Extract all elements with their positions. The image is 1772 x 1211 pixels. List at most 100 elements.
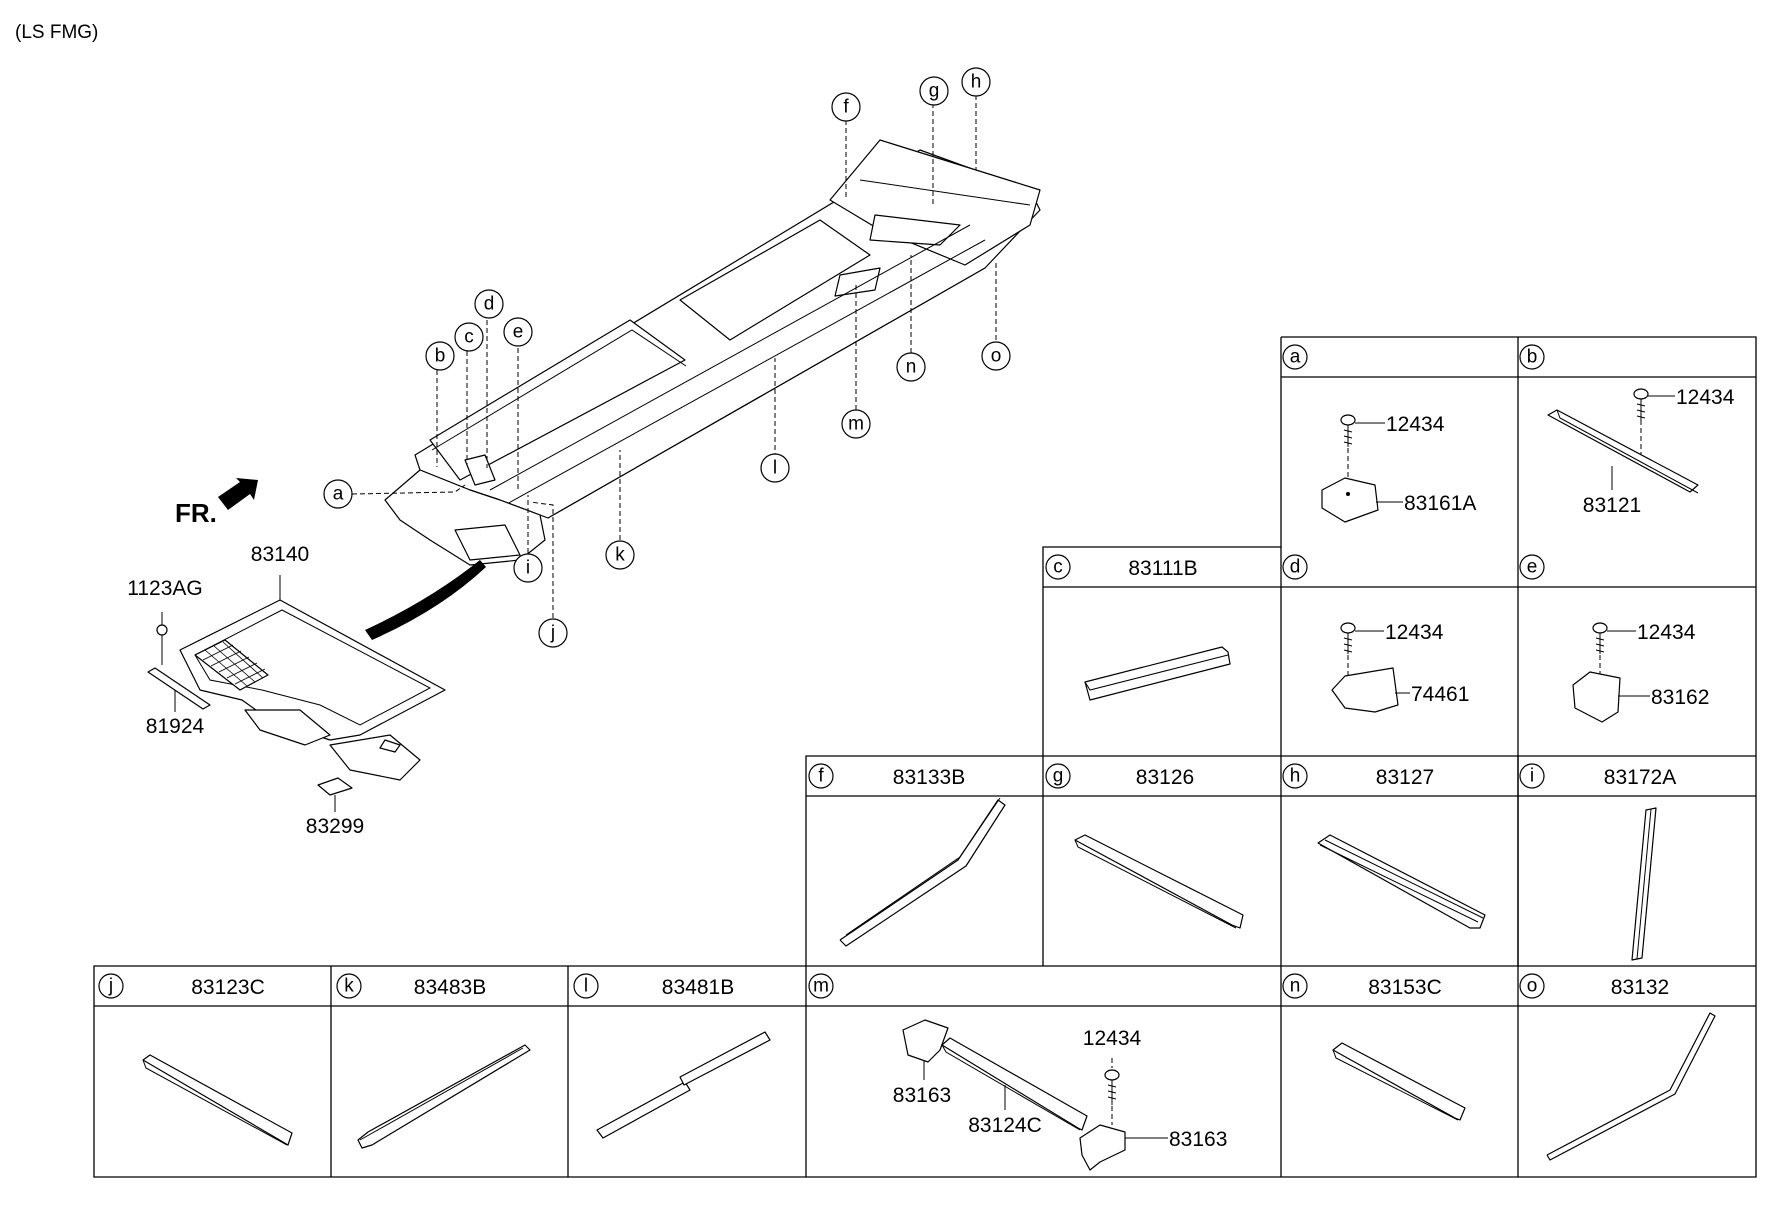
svg-text:c: c: [1053, 557, 1063, 578]
callout-f: f: [831, 92, 861, 122]
svg-text:a: a: [333, 484, 344, 505]
callout-j: j: [538, 618, 568, 648]
part-83126: 83126: [1136, 766, 1194, 789]
part-83299: 83299: [306, 815, 364, 838]
bracket-83163b-icon: [1079, 1124, 1126, 1171]
svg-text:b: b: [1527, 347, 1538, 368]
svg-text:d: d: [484, 294, 495, 315]
part-83111B: 83111B: [1128, 557, 1197, 580]
rail-83111B-icon: [1084, 646, 1231, 701]
svg-text:a: a: [1290, 347, 1301, 368]
part-83121: 83121: [1583, 494, 1641, 517]
front-arrow-icon: [218, 478, 258, 510]
rail-83121-icon: [1547, 409, 1699, 493]
svg-text:l: l: [584, 976, 588, 997]
bracket-83163-icon: [902, 1019, 949, 1063]
panel-i: i 83172A: [1519, 763, 1676, 961]
callout-h: h: [961, 67, 991, 97]
bracket-83162-icon: [1572, 671, 1621, 723]
part-12434: 12434: [1083, 1027, 1142, 1050]
svg-text:j: j: [108, 976, 113, 997]
svg-text:g: g: [1053, 766, 1064, 787]
svg-text:i: i: [526, 558, 530, 579]
svg-text:n: n: [1290, 976, 1301, 997]
svg-text:f: f: [843, 97, 849, 118]
rail-83153C-icon: [1332, 1042, 1466, 1121]
svg-text:k: k: [344, 976, 354, 997]
part-83163: 83163: [893, 1084, 951, 1107]
callout-c: c: [454, 322, 484, 352]
fr-label: FR.: [175, 498, 217, 528]
callout-g: g: [919, 76, 949, 106]
svg-text:d: d: [1290, 557, 1301, 578]
rail-83123C-icon: [142, 1054, 293, 1146]
panel-e: e 12434 83162: [1519, 554, 1709, 723]
part-83481B: 83481B: [662, 976, 734, 999]
callout-l: l: [760, 453, 790, 483]
pad-83299-icon: [317, 777, 353, 796]
rail-83124C-icon: [941, 1037, 1088, 1131]
part-83161A: 83161A: [1404, 492, 1476, 515]
panel-c: c 83111B: [1045, 554, 1231, 701]
svg-text:c: c: [464, 327, 474, 348]
part-74461: 74461: [1411, 683, 1469, 706]
part-12434: 12434: [1386, 413, 1445, 436]
part-12434: 12434: [1676, 386, 1735, 409]
screw-icon: [1340, 414, 1356, 447]
screw-icon: [1633, 388, 1649, 420]
svg-text:m: m: [813, 976, 829, 997]
part-12434: 12434: [1385, 621, 1444, 644]
part-83162: 83162: [1651, 686, 1709, 709]
callout-m: m: [841, 409, 871, 439]
part-83133B: 83133B: [893, 766, 965, 789]
svg-text:g: g: [929, 81, 940, 102]
panel-a: a 12434 83161A: [1282, 344, 1476, 523]
callout-a: a: [323, 479, 353, 509]
panel-h: h 83127: [1282, 763, 1486, 929]
callout-o: o: [981, 341, 1011, 371]
part-83132: 83132: [1611, 976, 1669, 999]
part-83483B: 83483B: [414, 976, 486, 999]
svg-text:f: f: [818, 766, 824, 787]
part-83153C: 83153C: [1368, 976, 1442, 999]
part-83123C: 83123C: [191, 976, 265, 999]
svg-text:l: l: [773, 458, 777, 479]
panel-f: f 83133B: [808, 763, 1006, 947]
clip-83161A-icon: [1321, 477, 1379, 523]
rail-83481B-b-icon: [679, 1031, 771, 1086]
part-12434: 12434: [1637, 621, 1696, 644]
panel-m: m 83163 83124C 12434 83163: [808, 973, 1227, 1171]
panel-l: l 83481B: [573, 973, 771, 1139]
svg-text:j: j: [550, 623, 555, 644]
callout-n: n: [896, 352, 926, 382]
part-81924: 81924: [146, 715, 205, 738]
panel-n: n 83153C: [1282, 973, 1466, 1121]
callouts: a b c d e f g h i j k l m n o: [323, 67, 1011, 648]
callout-b: b: [425, 341, 455, 371]
panel-o: o 83132: [1519, 973, 1716, 1161]
rail-83132-icon: [1546, 1012, 1716, 1161]
rail-83483B-icon: [357, 1044, 531, 1149]
screw-icon: [1340, 622, 1356, 654]
svg-text:e: e: [1527, 557, 1538, 578]
svg-text:o: o: [1527, 976, 1538, 997]
variant-label: (LS FMG): [15, 22, 98, 43]
panel-j: j 83123C: [98, 973, 293, 1146]
part-1123AG: 1123AG: [127, 577, 203, 600]
panel-d: d 12434 74461: [1282, 554, 1469, 713]
part-83124C: 83124C: [968, 1114, 1042, 1137]
rail-83126-icon: [1074, 834, 1244, 929]
part-83140: 83140: [251, 543, 309, 566]
svg-text:b: b: [435, 346, 446, 367]
rail-83133B-icon: [839, 799, 1006, 947]
screw-icon: [1592, 622, 1608, 654]
callout-e: e: [503, 317, 533, 347]
svg-text:i: i: [1530, 766, 1534, 787]
part-83163: 83163: [1169, 1128, 1227, 1151]
floor-assembly: [384, 139, 1041, 566]
svg-text:h: h: [1290, 766, 1301, 787]
parts-table-grid: [93, 336, 1757, 1178]
screw-icon: [1104, 1069, 1120, 1105]
bracket-74461-icon: [1331, 667, 1399, 713]
